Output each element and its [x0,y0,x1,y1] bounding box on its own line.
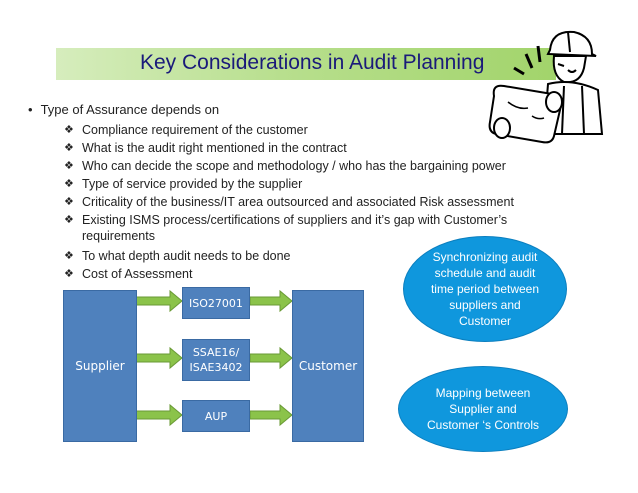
arrow-aup-customer [249,403,293,427]
diamond-bullet-icon: ❖ [64,214,74,226]
worker-illustration-icon [488,30,604,144]
sub-item: ❖Cost of Assessment [64,267,193,281]
diamond-bullet-icon: ❖ [64,250,74,262]
sub-item: ❖Existing ISMS process/certifications of… [64,213,508,243]
ssae16-box: SSAE16/ISAE3402 [182,339,250,381]
sync-callout: Synchronizing audit schedule and audit t… [403,236,567,342]
main-bullet-text: Type of Assurance depends on [40,102,220,117]
arrow-supplier-iso [135,289,183,313]
arrow-supplier-aup [135,403,183,427]
arrow-supplier-ssae [135,346,183,370]
mapping-callout: Mapping between Supplier and Customer ‘s… [398,366,568,452]
arrow-iso-customer [249,289,293,313]
diamond-bullet-icon: ❖ [64,160,74,172]
sub-item: ❖What is the audit right mentioned in th… [64,141,347,155]
diamond-bullet-icon: ❖ [64,178,74,190]
sub-item: ❖Type of service provided by the supplie… [64,177,303,191]
diamond-bullet-icon: ❖ [64,196,74,208]
aup-box: AUP [182,400,250,432]
title-bar [56,48,556,80]
slide-title: Key Considerations in Audit Planning [140,51,485,74]
iso27001-box: ISO27001 [182,287,250,319]
bullet-dot-icon: • [28,102,33,117]
sub-item: ❖Who can decide the scope and methodolog… [64,159,506,173]
sub-item: ❖ Compliance requirement of the customer [64,123,308,137]
arrow-ssae-customer [249,346,293,370]
diamond-bullet-icon: ❖ [64,124,74,136]
sub-item: ❖Criticality of the business/IT area out… [64,195,514,209]
sub-item-continuation: requirements [82,229,155,243]
customer-box: Customer [292,290,364,442]
main-bullet: • Type of Assurance depends on [28,102,219,117]
supplier-box: Supplier [63,290,137,442]
diamond-bullet-icon: ❖ [64,142,74,154]
sub-item: ❖To what depth audit needs to be done [64,249,291,263]
diamond-bullet-icon: ❖ [64,268,74,280]
